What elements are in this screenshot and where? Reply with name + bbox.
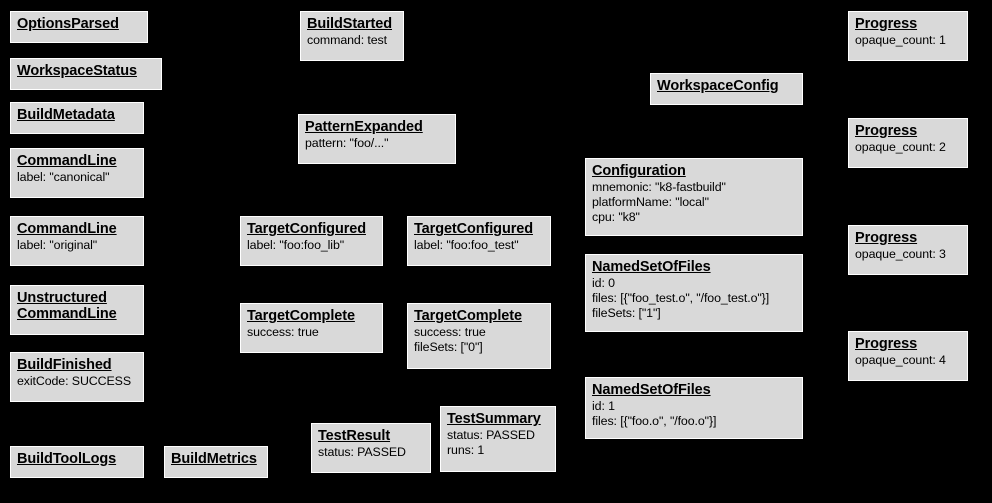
node-title: TargetConfigured <box>247 221 366 237</box>
node-title: CommandLine <box>17 221 117 237</box>
node-field: exitCode: SUCCESS <box>17 374 131 389</box>
node-build-metrics[interactable]: BuildMetrics <box>164 446 268 478</box>
node-field: cpu: "k8" <box>592 210 640 225</box>
node-field: opaque_count: 4 <box>855 353 946 368</box>
node-field: opaque_count: 1 <box>855 33 946 48</box>
node-title: TestSummary <box>447 411 541 427</box>
node-field: mnemonic: "k8-fastbuild" <box>592 180 726 195</box>
node-title: Progress <box>855 16 918 32</box>
node-field: opaque_count: 3 <box>855 247 946 262</box>
node-fields: opaque_count: 3 <box>855 247 961 262</box>
node-field: label: "foo:foo_test" <box>414 238 519 253</box>
node-build-tool-logs[interactable]: BuildToolLogs <box>10 446 144 478</box>
node-field: id: 1 <box>592 399 615 414</box>
node-title: Progress <box>855 336 918 352</box>
node-field: pattern: "foo/..." <box>305 136 389 151</box>
node-fields: success: true <box>247 325 376 340</box>
node-title: Unstructured CommandLine <box>17 290 117 323</box>
node-fields: command: test <box>307 33 397 48</box>
node-unstructured-cmdline[interactable]: Unstructured CommandLine <box>10 285 144 335</box>
node-title: BuildToolLogs <box>17 451 117 467</box>
node-field: files: [{"foo_test.o", "/foo_test.o"}] <box>592 291 770 306</box>
node-fields: opaque_count: 2 <box>855 140 961 155</box>
node-title: BuildStarted <box>307 16 393 32</box>
node-field: fileSets: ["0"] <box>414 340 483 355</box>
node-fields: opaque_count: 4 <box>855 353 961 368</box>
node-options-parsed[interactable]: OptionsParsed <box>10 11 148 43</box>
node-field: command: test <box>307 33 387 48</box>
node-field: label: "foo:foo_lib" <box>247 238 345 253</box>
node-fields: mnemonic: "k8-fastbuild"platformName: "l… <box>592 180 796 225</box>
node-fields: label: "original" <box>17 238 137 253</box>
node-title: TestResult <box>318 428 391 444</box>
node-title: BuildFinished <box>17 357 112 373</box>
node-title: CommandLine <box>17 153 117 169</box>
node-title: TargetConfigured <box>414 221 533 237</box>
node-fields: label: "canonical" <box>17 170 137 185</box>
node-field: opaque_count: 2 <box>855 140 946 155</box>
node-field: status: PASSED <box>447 428 535 443</box>
node-title: NamedSetOfFiles <box>592 382 711 398</box>
node-field: label: "original" <box>17 238 98 253</box>
node-field: fileSets: ["1"] <box>592 306 661 321</box>
node-fields: pattern: "foo/..." <box>305 136 449 151</box>
node-field: success: true <box>247 325 319 340</box>
node-title: BuildMetadata <box>17 107 115 123</box>
node-field: platformName: "local" <box>592 195 709 210</box>
node-field: files: [{"foo.o", "/foo.o"}] <box>592 414 717 429</box>
node-title: NamedSetOfFiles <box>592 259 711 275</box>
node-field: runs: 1 <box>447 443 485 458</box>
node-title: Progress <box>855 230 918 246</box>
node-title: PatternExpanded <box>305 119 423 135</box>
node-fields: status: PASSED <box>318 445 424 460</box>
node-build-metadata[interactable]: BuildMetadata <box>10 102 144 134</box>
node-title: OptionsParsed <box>17 16 119 32</box>
node-title: TargetComplete <box>414 308 522 324</box>
node-field: label: "canonical" <box>17 170 110 185</box>
node-title: BuildMetrics <box>171 451 257 467</box>
node-field: status: PASSED <box>318 445 406 460</box>
node-fields: opaque_count: 1 <box>855 33 961 48</box>
node-field: success: true <box>414 325 486 340</box>
node-fields: label: "foo:foo_lib" <box>247 238 376 253</box>
node-title: Configuration <box>592 163 686 179</box>
node-workspace-status[interactable]: WorkspaceStatus <box>10 58 162 90</box>
node-title: WorkspaceStatus <box>17 63 137 79</box>
node-title: Progress <box>855 123 918 139</box>
node-title: WorkspaceConfig <box>657 78 779 94</box>
node-fields: label: "foo:foo_test" <box>414 238 544 253</box>
node-field: id: 0 <box>592 276 615 291</box>
node-workspace-config[interactable]: WorkspaceConfig <box>650 73 803 105</box>
node-title: TargetComplete <box>247 308 355 324</box>
node-fields: exitCode: SUCCESS <box>17 374 137 389</box>
